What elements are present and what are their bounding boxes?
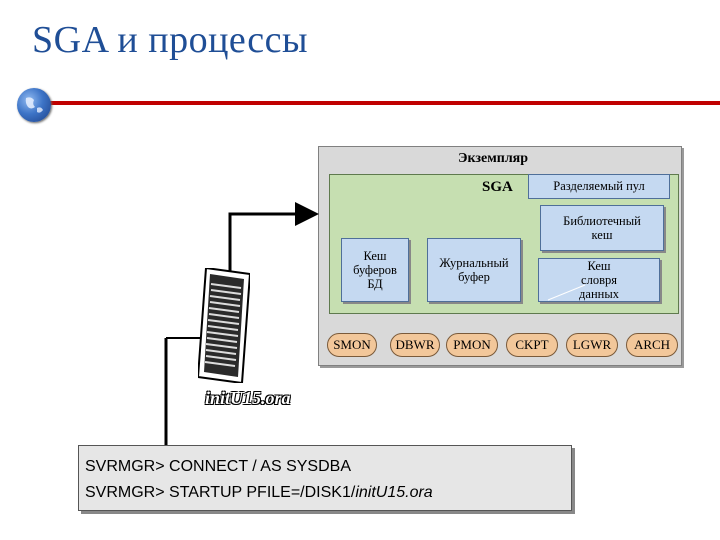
sga-label: SGA: [482, 179, 513, 195]
library-cache-line-1: Библиотечный: [563, 214, 641, 228]
process-arch: ARCH: [626, 333, 678, 357]
parameter-file-name: initU15.ora: [205, 388, 291, 408]
command-text: SVRMGR> STARTUP PFILE=/DISK1/: [85, 484, 356, 501]
buffer-cache-line-3: БД: [367, 277, 383, 291]
globe-icon: [17, 88, 51, 122]
dictionary-cache-line-1: Кеш: [587, 259, 611, 273]
instance-label: Экземпляр: [458, 151, 529, 166]
process-ckpt: CKPT: [506, 333, 558, 357]
buffer-cache-box: Кеш буферов БД: [341, 238, 409, 302]
command-line-1: SVRMGR> CONNECT / AS SYSDBA: [85, 458, 351, 476]
library-cache-box: Библиотечный кеш: [540, 205, 664, 251]
process-dbwr: DBWR: [390, 333, 440, 357]
command-line-2: SVRMGR> STARTUP PFILE=/DISK1/initU15.ora: [85, 484, 433, 502]
redo-buffer-line-2: буфер: [458, 270, 490, 284]
slide-title: SGA и процессы: [32, 19, 309, 61]
process-pmon: PMON: [446, 333, 498, 357]
process-lgwr: LGWR: [566, 333, 618, 357]
library-cache-line-2: кеш: [591, 228, 613, 242]
command-italic: initU15.ora: [355, 484, 433, 501]
shared-pool-box: Разделяемый пул: [528, 174, 670, 199]
parameter-file-icon: [198, 268, 250, 383]
command-text: SVRMGR> CONNECT / AS SYSDBA: [85, 458, 351, 475]
dictionary-cache-line-2: словря: [581, 273, 617, 287]
dictionary-cache-line-3: данных: [579, 287, 619, 301]
buffer-cache-line-1: Кеш: [363, 249, 387, 263]
dictionary-cache-box: Кеш словря данных: [538, 258, 660, 302]
process-smon: SMON: [327, 333, 377, 357]
buffer-cache-line-2: буферов: [353, 263, 397, 277]
redo-buffer-box: Журнальный буфер: [427, 238, 521, 302]
redo-buffer-line-1: Журнальный: [439, 256, 509, 270]
command-box: SVRMGR> CONNECT / AS SYSDBA SVRMGR> STAR…: [78, 445, 572, 511]
title-divider: [28, 101, 720, 105]
